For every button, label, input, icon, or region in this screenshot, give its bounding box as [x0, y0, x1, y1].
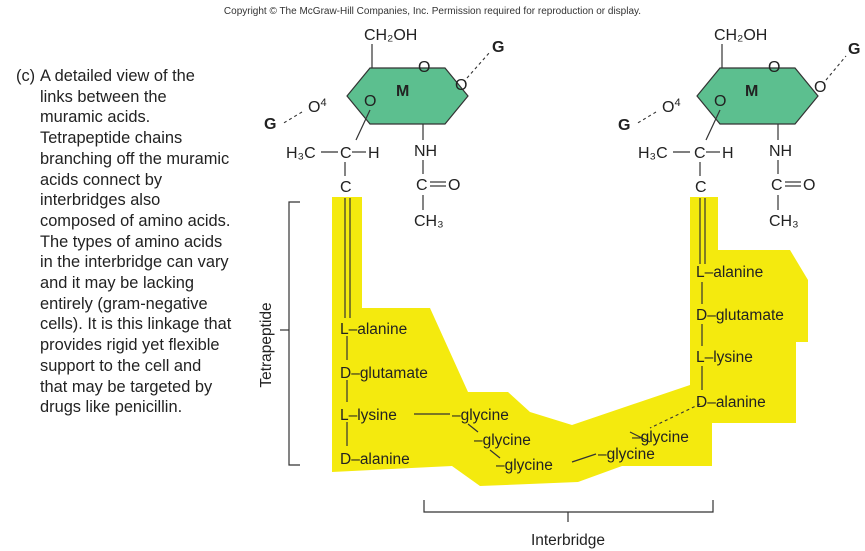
ch3-left: CH₃ — [414, 213, 444, 230]
o4-right: O4 — [662, 97, 681, 116]
left-d-alanine: D–alanine — [340, 451, 410, 468]
right-tetrapeptide: L–alanine D–glutamate L–lysine D–alanine — [696, 198, 784, 411]
tetrapeptide-label: Tetrapeptide — [258, 302, 275, 387]
nh-left: NH — [414, 143, 437, 160]
glycine-2: –glycine — [474, 432, 531, 449]
ring-o3-left: O — [364, 93, 376, 110]
interbridge-bracket: Interbridge — [423, 500, 714, 549]
o4-left: O4 — [308, 97, 327, 116]
left-l-lysine: L–lysine — [340, 407, 397, 424]
peptide-band — [332, 197, 808, 486]
h-right: H — [722, 145, 734, 162]
ring-o3-right: O — [714, 93, 726, 110]
c-chain-right: C — [695, 179, 707, 196]
left-tetrapeptide: L–alanine D–glutamate L–lysine D–alanine — [340, 198, 450, 468]
ring-label-left: M — [396, 83, 409, 100]
h-left: H — [368, 145, 380, 162]
ring-label-right: M — [745, 83, 758, 100]
glycosidic-oxygen-right: O — [814, 79, 826, 96]
c-center-right: C — [694, 145, 706, 162]
caption-text: A detailed view of the links between the… — [40, 67, 232, 417]
copyright-notice: Copyright © The McGraw-Hill Companies, I… — [223, 6, 642, 17]
h3c-right: H₃C — [638, 145, 668, 162]
ring-oxygen-left: O — [418, 59, 430, 76]
glycine-5: –glycine — [632, 429, 689, 446]
g-label-left-bottom: G — [264, 116, 276, 133]
ch3-right: CH₃ — [769, 213, 799, 230]
left-d-glutamate: D–glutamate — [340, 365, 428, 382]
g-label-left-top: G — [492, 39, 504, 56]
ch2oh-right: CH₂OH — [714, 27, 767, 44]
o-carbonyl-left: O — [448, 177, 460, 194]
nh-right: NH — [769, 143, 792, 160]
glycine-1: –glycine — [452, 407, 509, 424]
c-carbonyl-right: C — [771, 177, 783, 194]
g-label-right-bottom: G — [618, 117, 630, 134]
g-label-right-top: G — [848, 41, 860, 58]
glycine-3: –glycine — [496, 457, 553, 474]
right-d-glutamate: D–glutamate — [696, 307, 784, 324]
right-d-alanine: D–alanine — [696, 394, 766, 411]
figure-caption: (c) A detailed view of the links between… — [16, 66, 232, 418]
c-center-left: C — [340, 145, 352, 162]
ch2oh-left: CH₂OH — [364, 27, 417, 44]
interbridge-label: Interbridge — [531, 532, 605, 549]
h3c-left: H₃C — [286, 145, 316, 162]
caption-label: (c) — [16, 67, 36, 85]
right-l-lysine: L–lysine — [696, 349, 753, 366]
c-chain-left: C — [340, 179, 352, 196]
ring-oxygen-right: O — [768, 59, 780, 76]
o-carbonyl-right: O — [803, 177, 815, 194]
interbridge-chain: –glycine –glycine –glycine –glycine –gly… — [452, 403, 701, 474]
glycine-4: –glycine — [598, 446, 655, 463]
sugar-ring-right — [696, 67, 819, 125]
c-carbonyl-left: C — [416, 177, 428, 194]
muramic-acid-left: M O CH₂OH O G O4 G O H₃C C H C NH C O CH… — [264, 27, 504, 230]
left-l-alanine: L–alanine — [340, 321, 407, 338]
tetrapeptide-bracket: Tetrapeptide — [258, 201, 300, 466]
glycosidic-oxygen-left: O — [455, 77, 467, 94]
muramic-acid-right: M O CH₂OH O G O4 G O H₃C C H C NH C O CH… — [618, 27, 860, 230]
sugar-ring-left — [346, 67, 469, 125]
right-l-alanine: L–alanine — [696, 264, 763, 281]
